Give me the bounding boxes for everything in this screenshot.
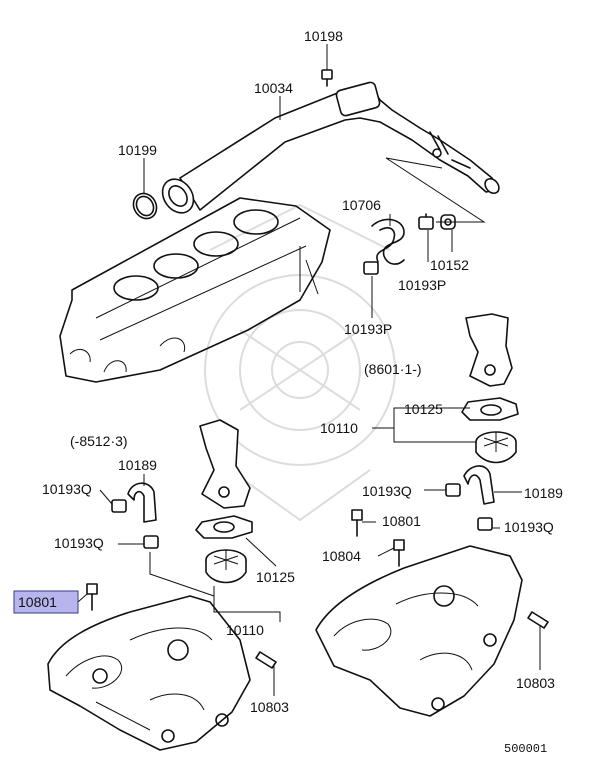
- clamp-10193P-upper: [418, 213, 434, 230]
- gasket-10125-right: [461, 397, 519, 421]
- label-10193P-lower[interactable]: 10193P: [344, 321, 392, 337]
- label-10125-right[interactable]: 10125: [404, 401, 443, 417]
- date-range-left: (-8512·3): [70, 433, 128, 449]
- label-10034[interactable]: 10034: [254, 80, 293, 96]
- sensor-10803-left: [255, 651, 277, 669]
- highlight-box-10801: [13, 590, 79, 614]
- label-10110-right[interactable]: 10110: [320, 420, 358, 436]
- label-10803-left[interactable]: 10803: [250, 699, 289, 715]
- label-10803-right[interactable]: 10803: [516, 675, 555, 691]
- label-10804[interactable]: 10804: [322, 548, 361, 564]
- sensor-10804: [393, 539, 405, 567]
- label-10198[interactable]: 10198: [304, 28, 343, 44]
- thermostat-10110-left: [205, 549, 247, 584]
- clamp-10193Q-right-upper: [445, 483, 461, 497]
- label-10189-left[interactable]: 10189: [118, 457, 157, 473]
- bolt-10198: [321, 69, 333, 87]
- label-10189-right[interactable]: 10189: [524, 485, 563, 501]
- label-10199[interactable]: 10199: [118, 142, 157, 158]
- clamp-10193Q-left-upper: [111, 499, 127, 513]
- sensor-10801-highlighted: [86, 583, 98, 611]
- label-10125-left[interactable]: 10125: [256, 569, 295, 585]
- hose-10189-left: [111, 482, 159, 549]
- sensor-10803-right: [527, 611, 549, 629]
- label-10801-highlighted[interactable]: 10801: [18, 594, 57, 610]
- label-10193Q-right-upper[interactable]: 10193Q: [362, 483, 412, 499]
- part-labels: 10198 10034 10199 10706 10152 10193P 101…: [13, 28, 563, 756]
- label-10706[interactable]: 10706: [342, 197, 381, 213]
- label-10801-right[interactable]: 10801: [382, 513, 421, 529]
- sensor-10801-right: [351, 509, 363, 537]
- label-10193P-upper[interactable]: 10193P: [398, 277, 446, 293]
- engine-block: [59, 197, 331, 383]
- intake-manifold-left: [47, 595, 251, 751]
- figure-number: 500001: [504, 742, 547, 756]
- thermostat-10110-right: [475, 431, 517, 464]
- water-pipe-10034: [161, 81, 500, 214]
- leader-lines: [77, 44, 541, 696]
- water-outlet-left: [199, 419, 251, 509]
- gasket-10125-left: [195, 515, 253, 539]
- label-10193Q-left-upper[interactable]: 10193Q: [42, 481, 92, 497]
- clamp-10193Q-left-lower: [143, 535, 159, 549]
- hose-10189-right: [445, 465, 495, 531]
- hose-10706: [371, 218, 405, 265]
- intake-manifold-right: [315, 545, 523, 717]
- gasket-10199: [132, 192, 158, 220]
- clamp-10193Q-right-lower: [477, 517, 493, 531]
- label-10193Q-right-lower[interactable]: 10193Q: [504, 519, 554, 535]
- label-10152[interactable]: 10152: [430, 257, 469, 273]
- clamp-10193P-lower: [363, 261, 379, 275]
- date-range-right: (8601·1-): [364, 361, 422, 377]
- water-outlet-right: [465, 313, 513, 387]
- label-10193Q-left-lower[interactable]: 10193Q: [54, 535, 104, 551]
- label-10110-left[interactable]: 10110: [226, 622, 264, 638]
